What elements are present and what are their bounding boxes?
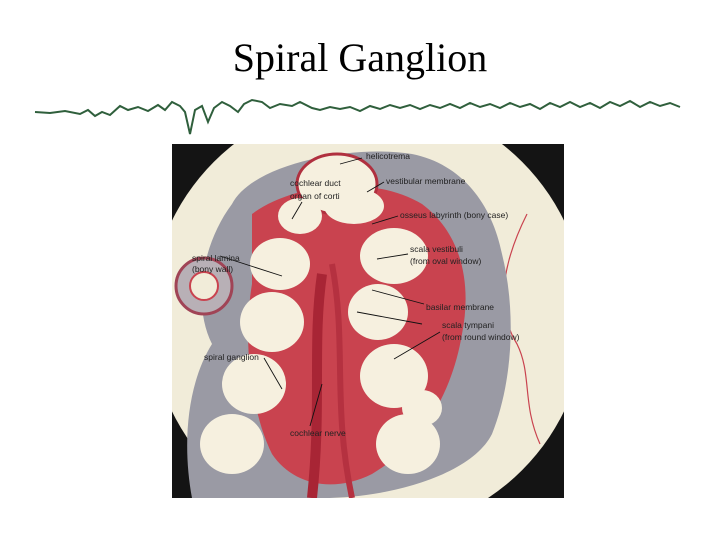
label-cochlear-duct: cochlear duct [290,178,341,188]
decorative-wave-line [34,98,681,135]
label-spiral-ganglion: spiral ganglion [204,352,259,362]
label-scala-tympani-sub: (from round window) [442,332,520,342]
label-helicotrema: helicotrema [366,151,410,161]
label-spiral-lamina: spiral lamina [192,253,240,263]
label-scala-vestibuli: scala vestibuli [410,244,463,254]
label-scala-vestibuli-sub: (from oval window) [410,256,481,266]
label-basilar-membrane: basilar membrane [426,302,494,312]
label-vestibular-membrane: vestibular membrane [386,176,466,186]
label-scala-tympani: scala tympani [442,320,494,330]
cochlea-micrograph: helicotrema vestibular membrane cochlear… [172,144,564,498]
label-spiral-lamina-sub: (bony wall) [192,264,233,274]
slide-title: Spiral Ganglion [232,35,488,80]
label-cochlear-nerve: cochlear nerve [290,428,346,438]
label-osseous-labyrinth: osseus labyrinth (bony case) [400,210,508,220]
label-organ-of-corti: organ of corti [290,191,340,201]
